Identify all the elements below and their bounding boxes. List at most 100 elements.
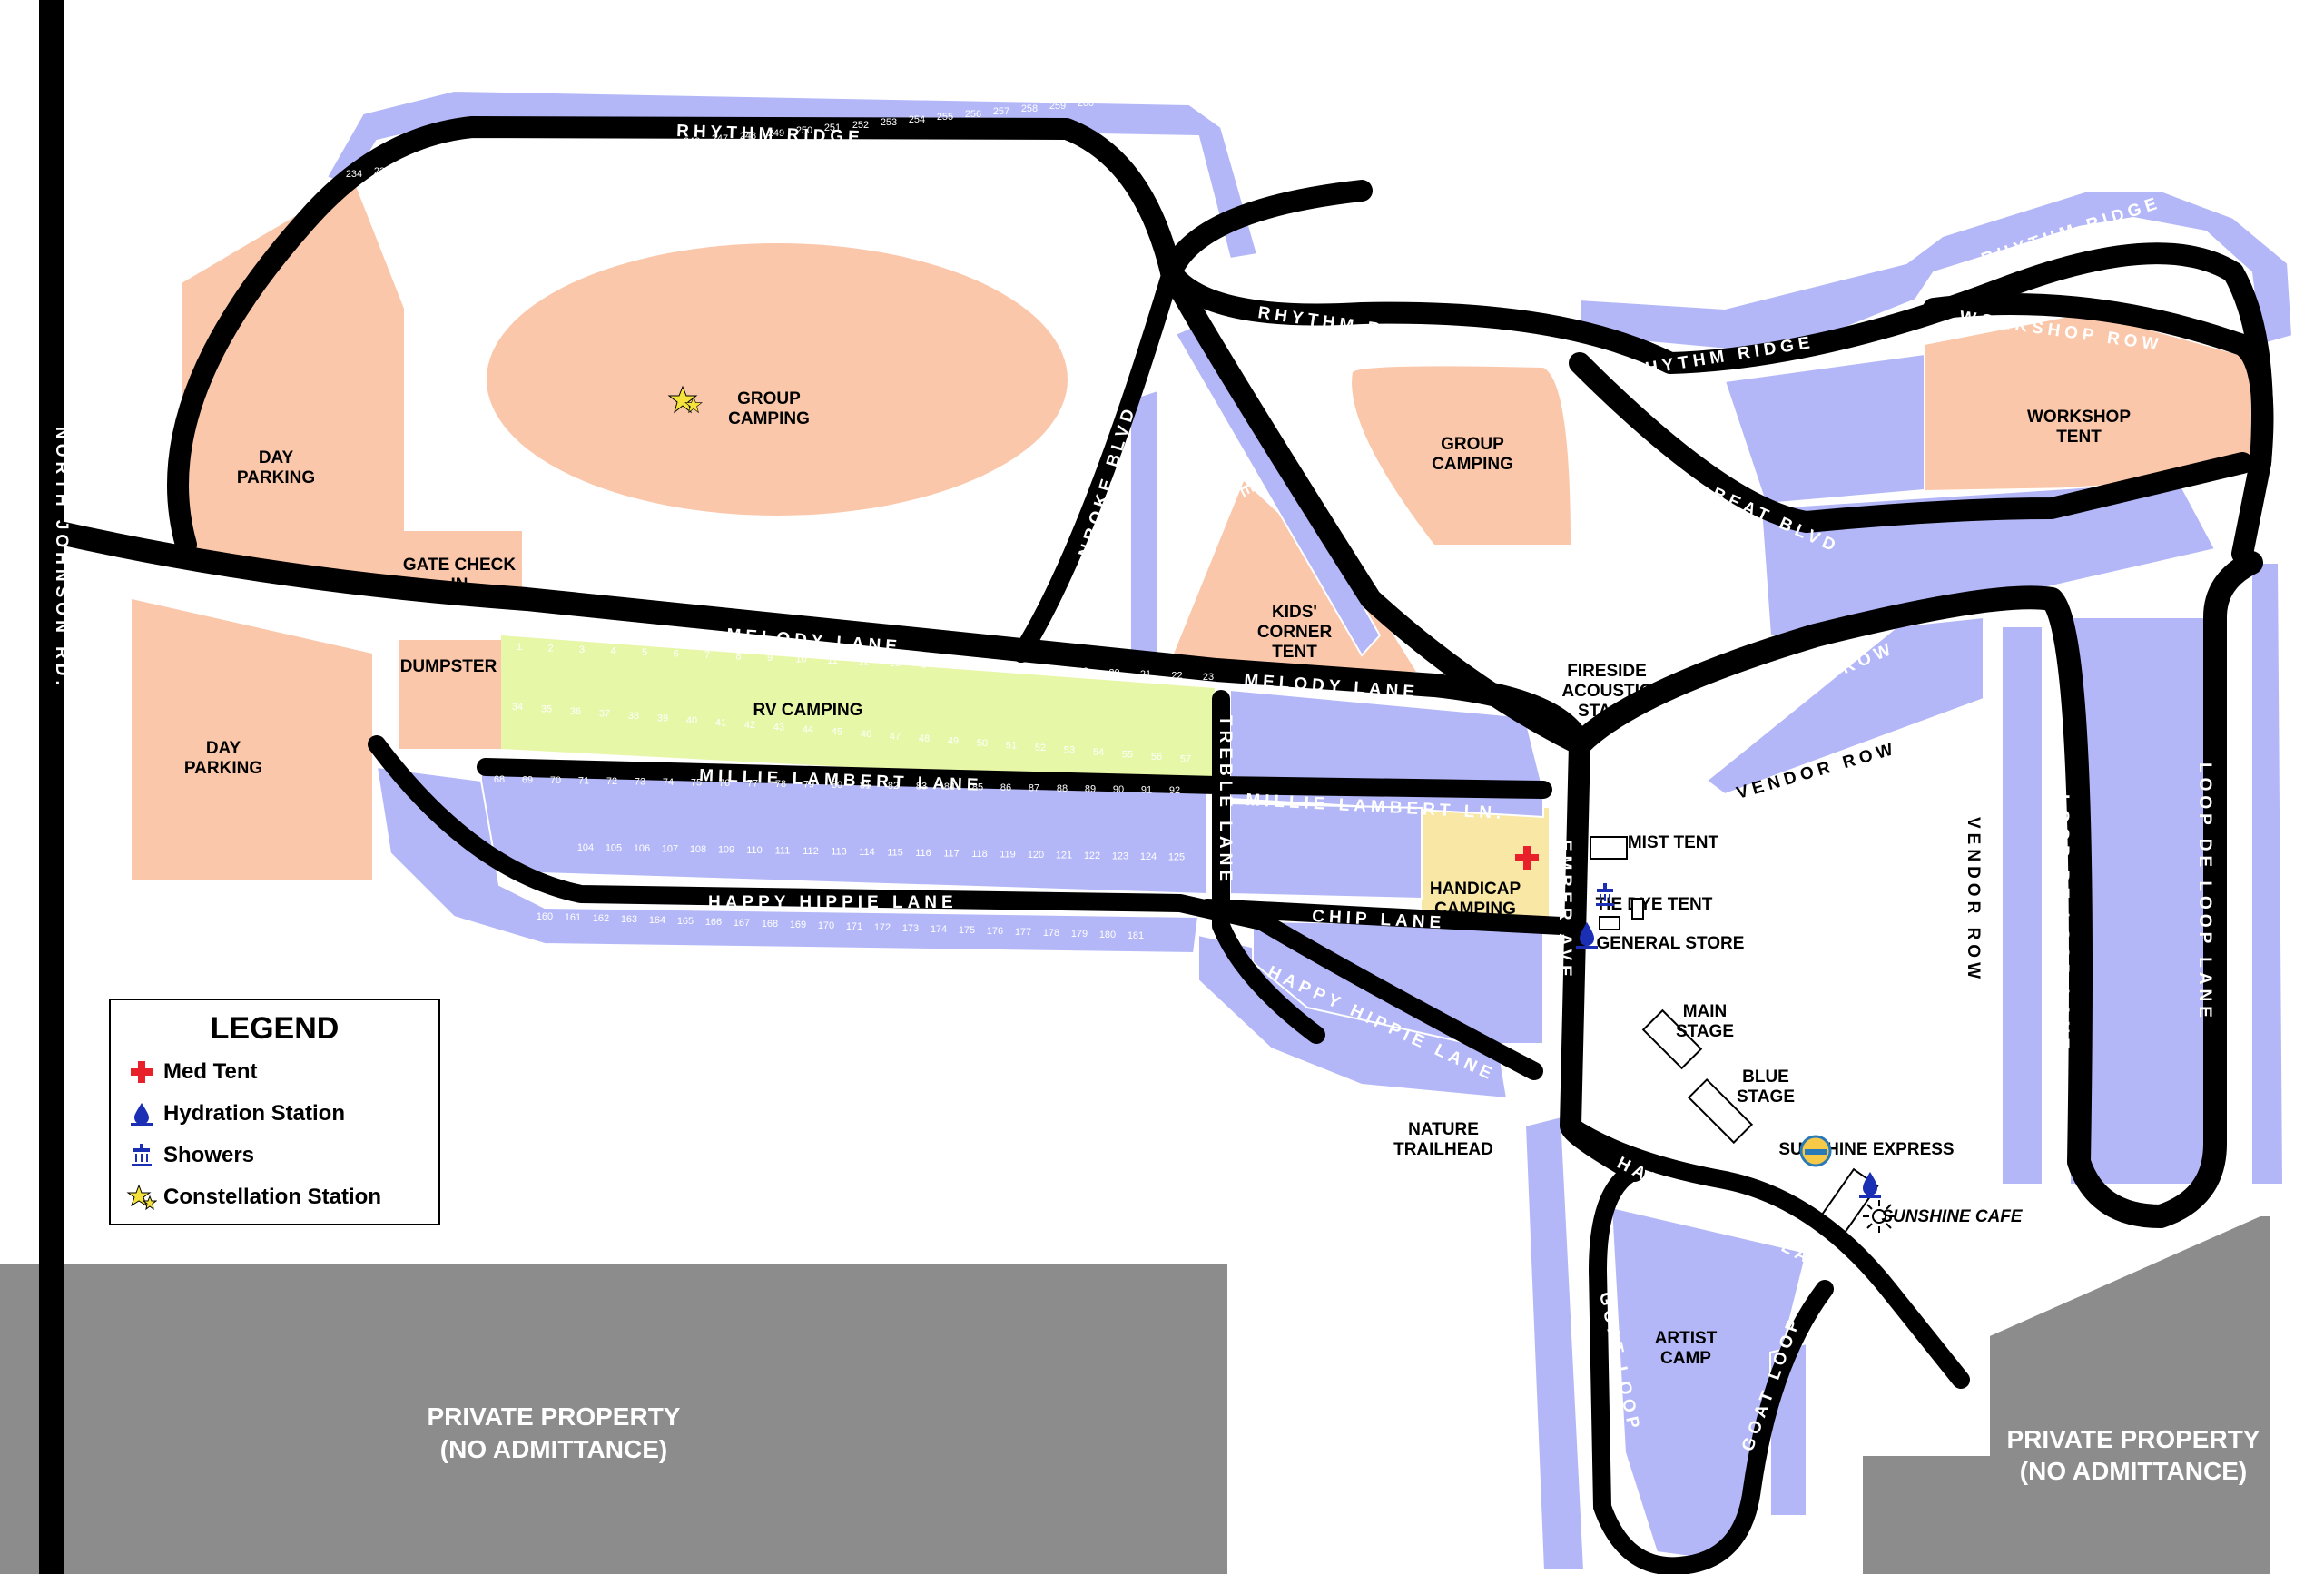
campsite-number: 86 bbox=[1000, 782, 1011, 793]
campsite-number: 80 bbox=[832, 780, 842, 791]
rv-camping-label: RV CAMPING bbox=[753, 701, 862, 720]
campsite-number: 262 bbox=[1134, 93, 1150, 103]
campsite-number: 242 bbox=[571, 147, 587, 158]
campsite-number: 116 bbox=[915, 848, 931, 859]
mist-tent-shape bbox=[1590, 836, 1628, 860]
campsite-number: 46 bbox=[861, 729, 872, 740]
rhythm-ridge-loop bbox=[1160, 180, 1373, 283]
tie-dye-tent-shape bbox=[1631, 898, 1644, 920]
campsite-number: 21 bbox=[1140, 669, 1151, 680]
campsite-number: 163 bbox=[621, 914, 637, 925]
campsite-number: 174 bbox=[931, 924, 947, 935]
campsite-number: 8 bbox=[735, 652, 741, 663]
campsite-number: 166 bbox=[705, 917, 722, 928]
private-property-area-left bbox=[0, 1264, 1227, 1574]
campsite-number: 263 bbox=[1162, 90, 1178, 101]
campsite-number: 22 bbox=[1171, 671, 1182, 682]
campsite-number: 9 bbox=[767, 653, 773, 664]
main-stage-shape bbox=[1641, 1008, 1703, 1070]
campsite-number: 11 bbox=[827, 655, 837, 666]
campsite-number: 14 bbox=[921, 660, 931, 671]
general-store-label: GENERAL STORE bbox=[1597, 934, 1745, 953]
goat-loop-road bbox=[1589, 1162, 1834, 1574]
campsite-number: 88 bbox=[1057, 783, 1068, 794]
legend-label: Med Tent bbox=[163, 1059, 258, 1084]
campsite-number: 251 bbox=[824, 123, 841, 133]
campsite-number: 23 bbox=[1203, 672, 1214, 683]
campsite-number: 257 bbox=[993, 106, 1009, 117]
melody-lane-road bbox=[40, 519, 1591, 756]
tie-dye-tent-label: TIE DYE TENT bbox=[1596, 895, 1713, 914]
campsite-number: 180 bbox=[1099, 930, 1116, 940]
campsite-number: 49 bbox=[948, 736, 959, 747]
campsite-number: 52 bbox=[1035, 743, 1046, 753]
sunshine-express-truck bbox=[1816, 1167, 1879, 1240]
campsite-number: 238 bbox=[458, 158, 475, 169]
stars-icon bbox=[125, 1182, 158, 1213]
campsite-number: 38 bbox=[628, 711, 639, 722]
campsite-number: 239 bbox=[487, 155, 503, 166]
campsite-number: 16 bbox=[983, 663, 994, 674]
shower-icon bbox=[1596, 883, 1614, 906]
campsite-number: 45 bbox=[832, 727, 842, 738]
campsite-number: 1 bbox=[517, 642, 522, 653]
campsite-number: 48 bbox=[919, 733, 930, 744]
group-camping-area bbox=[487, 243, 1068, 516]
campsite-number: 167 bbox=[734, 918, 750, 929]
campsite-number: 113 bbox=[831, 847, 847, 858]
campsite-number: 114 bbox=[859, 847, 875, 858]
campsite-number: 160 bbox=[537, 911, 553, 922]
campsite-number: 109 bbox=[718, 845, 734, 856]
campsite-number: 19 bbox=[1078, 666, 1088, 677]
campsite-number: 44 bbox=[803, 724, 813, 735]
campsite-number: 91 bbox=[1141, 785, 1152, 796]
campsite-number: 17 bbox=[1015, 664, 1026, 674]
campsite-number: 237 bbox=[430, 161, 447, 172]
campsite-number: 107 bbox=[662, 844, 678, 855]
campsite-number: 78 bbox=[775, 779, 786, 790]
campsite-number: 253 bbox=[881, 117, 897, 128]
campsite-number: 168 bbox=[762, 919, 778, 930]
campsite-number: 108 bbox=[690, 844, 706, 855]
campsite-number: 125 bbox=[1168, 852, 1185, 863]
campsite-number: 7 bbox=[704, 650, 710, 661]
workshop-tent-area bbox=[1925, 313, 2251, 490]
campsite-number: 170 bbox=[818, 920, 834, 931]
campsite-number: 255 bbox=[937, 112, 953, 123]
rv-camping-area bbox=[501, 635, 1215, 786]
campsite-number: 236 bbox=[402, 163, 419, 174]
legend-label: Constellation Station bbox=[163, 1185, 381, 1209]
campsite-number: 43 bbox=[773, 723, 784, 733]
campsite-number: 13 bbox=[890, 658, 901, 669]
campsite-number: 47 bbox=[890, 732, 901, 743]
campsite-number: 250 bbox=[796, 125, 812, 136]
sun-icon bbox=[1863, 1200, 1896, 1233]
no-admittance-label-right: (NO ADMITTANCE) bbox=[2020, 1457, 2247, 1485]
campsite-number: 234 bbox=[346, 169, 362, 180]
campsite-number: 41 bbox=[715, 718, 726, 729]
group-camping-area-2 bbox=[1352, 366, 1571, 545]
campsite-number: 181 bbox=[1128, 930, 1144, 941]
campsite-number: 106 bbox=[634, 843, 650, 854]
constellation-station-icon bbox=[667, 385, 703, 414]
legend-item-showers: Showers bbox=[125, 1140, 254, 1171]
chip-lane-road bbox=[1198, 899, 1571, 935]
campsite-number: 6 bbox=[673, 649, 678, 660]
campsite-number: 74 bbox=[663, 777, 674, 788]
campsite-number: 260 bbox=[1078, 98, 1094, 109]
campsite-number: 57 bbox=[1180, 754, 1191, 765]
campsite-number: 123 bbox=[1112, 851, 1128, 862]
campsite-number: 73 bbox=[635, 777, 645, 788]
campsite-number: 77 bbox=[747, 779, 758, 790]
campsite-number: 34 bbox=[512, 702, 523, 713]
campsite-number: 115 bbox=[887, 848, 903, 859]
campsite-number: 20 bbox=[1108, 668, 1119, 679]
water-drop-icon bbox=[1859, 1172, 1881, 1198]
north-johnson-road-label: NORTH JOHNSON RD. bbox=[52, 427, 71, 690]
vendor-row-road bbox=[1568, 551, 2263, 1228]
no-admittance-label-left: (NO ADMITTANCE) bbox=[440, 1435, 667, 1463]
